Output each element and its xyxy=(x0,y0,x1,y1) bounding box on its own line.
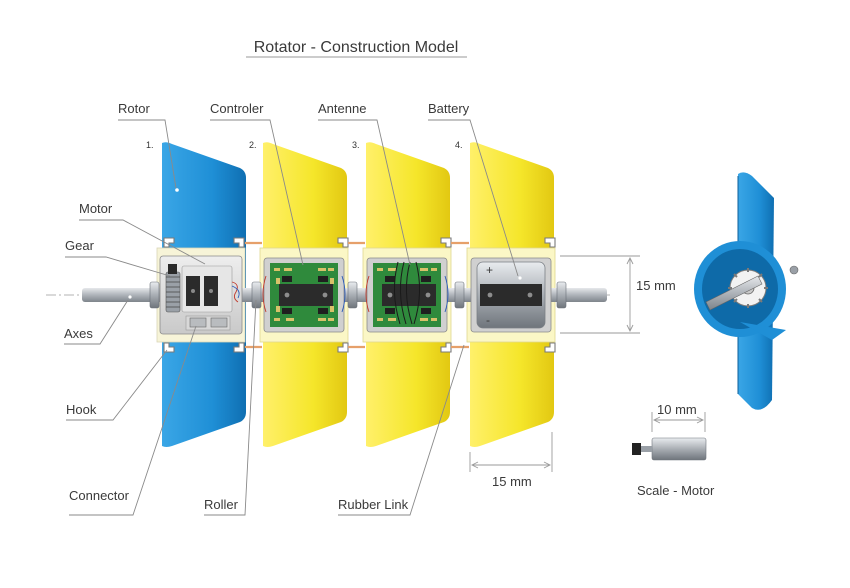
diagram-title: Rotator - Construction Model xyxy=(254,39,459,56)
battery-module: + - xyxy=(470,257,552,333)
label-controler: Controler xyxy=(210,101,264,116)
module-number-4: 4. xyxy=(455,140,463,150)
motor-length-dimension: 10 mm xyxy=(657,402,697,417)
label-roller: Roller xyxy=(204,497,239,512)
label-rubber-link: Rubber Link xyxy=(338,497,409,512)
label-motor: Motor xyxy=(79,201,113,216)
scale-motor xyxy=(632,412,707,461)
module-number-3: 3. xyxy=(352,140,360,150)
rotor-dot xyxy=(175,188,179,192)
label-battery: Battery xyxy=(428,101,470,116)
antenne-module xyxy=(365,257,449,333)
rotor-assembly-view xyxy=(694,172,799,410)
axle-dot xyxy=(128,295,132,299)
rollers xyxy=(149,281,567,309)
label-rotor: Rotor xyxy=(118,101,150,116)
label-gear: Gear xyxy=(65,238,95,253)
svg-text:+: + xyxy=(486,263,493,277)
label-connector: Connector xyxy=(69,488,130,503)
width-dimension: 15 mm xyxy=(492,474,532,489)
scale-caption: Scale - Motor xyxy=(637,483,715,498)
module-number-2: 2. xyxy=(249,140,257,150)
label-hook: Hook xyxy=(66,402,97,417)
motor-module xyxy=(159,255,243,335)
height-dimension: 15 mm xyxy=(636,278,676,293)
svg-text:-: - xyxy=(486,313,490,327)
controler-module xyxy=(262,257,346,333)
hooks xyxy=(163,237,556,353)
label-axes: Axes xyxy=(64,326,93,341)
module-number-1: 1. xyxy=(146,140,154,150)
label-antenne: Antenne xyxy=(318,101,366,116)
